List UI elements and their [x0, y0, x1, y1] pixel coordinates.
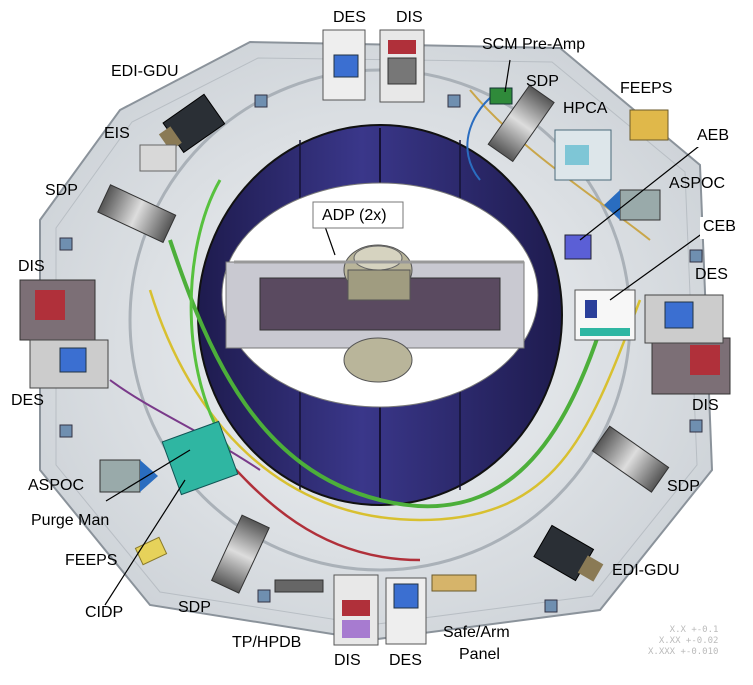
dis-bottom-instrument	[333, 574, 379, 646]
label-hpca: HPCA	[563, 100, 608, 117]
label-des-left: DES	[11, 392, 44, 409]
harness-purple	[109, 379, 261, 471]
ceb-box	[574, 289, 636, 341]
adp-bottom-canister	[343, 337, 413, 383]
label-feeps-top-right: FEEPS	[620, 80, 673, 97]
harness-yellow	[148, 289, 642, 522]
aeb-box	[564, 234, 592, 260]
watermark-line: X.XXX +-0.010	[648, 647, 719, 657]
des-top-instrument	[322, 29, 366, 101]
label-purge-man: Purge Man	[31, 512, 110, 529]
watermark-line: X.X +-0.1	[669, 625, 719, 635]
label-scm-preamp: SCM Pre-Amp	[482, 36, 586, 53]
label-safe-arm: Safe/Arm	[443, 624, 510, 641]
edi-gdu-bottom-instrument	[533, 524, 604, 582]
label-sdp-top-right: SDP	[526, 73, 559, 90]
label-edi-gdu-bottom: EDI-GDU	[612, 562, 680, 579]
label-eis: EIS	[104, 125, 130, 142]
label-dis-bottom: DIS	[334, 652, 361, 669]
leader-lines	[104, 59, 704, 606]
hpca-instrument	[554, 129, 612, 181]
dis-top-instrument	[379, 29, 425, 103]
label-feeps-left: FEEPS	[65, 552, 118, 569]
aspoc-left-instrument	[99, 459, 158, 493]
safe-arm-panel	[431, 574, 477, 592]
sdp-bottom-instrument	[210, 514, 270, 594]
label-des-bottom: DES	[389, 652, 422, 669]
harness-green	[168, 239, 602, 509]
watermark-line: X.XX +-0.02	[658, 636, 719, 646]
scm-preamp-box	[489, 87, 513, 105]
tp-hpdb-board	[274, 579, 324, 593]
aspoc-right-instrument	[604, 189, 661, 221]
adp-top-canister-rim	[353, 245, 403, 271]
aeb-label-bg	[692, 125, 738, 147]
sdp-left-instrument	[97, 184, 177, 244]
label-safe-arm-panel: Panel	[459, 646, 500, 663]
adp-label-bg	[312, 201, 404, 229]
label-aeb: AEB	[697, 127, 730, 144]
eis-instrument	[139, 144, 177, 172]
harness-green-2	[189, 179, 232, 451]
cidp-box	[161, 420, 239, 496]
sdp-top-right-instrument	[487, 84, 555, 163]
adp-top-canister-body	[347, 269, 411, 301]
feeps-left-instrument	[134, 536, 168, 566]
dis-right-instrument	[651, 337, 731, 395]
feeps-top-right-instrument	[629, 109, 669, 141]
label-aspoc-left: ASPOC	[28, 477, 85, 494]
label-ceb: CEB	[703, 218, 736, 235]
label-aspoc-right: ASPOC	[669, 175, 726, 192]
label-sdp-bottom: SDP	[178, 599, 211, 616]
tolerance-watermark: X.X +-0.1 X.XX +-0.02 X.XXX +-0.010	[648, 625, 718, 658]
label-sdp-left: SDP	[45, 182, 78, 199]
label-des-top: DES	[333, 9, 366, 26]
label-dis-left: DIS	[18, 258, 45, 275]
label-dis-right: DIS	[692, 397, 719, 414]
ceb-label-bg	[700, 217, 745, 239]
des-bottom-instrument	[385, 577, 427, 645]
label-dis-top: DIS	[396, 9, 423, 26]
label-edi-gdu-top: EDI-GDU	[111, 63, 179, 80]
label-sdp-bottom-right: SDP	[667, 478, 700, 495]
des-left-instrument	[29, 339, 109, 389]
label-tp-hpdb: TP/HPDB	[232, 634, 302, 651]
label-adp: ADP (2x)	[322, 207, 387, 224]
des-right-instrument	[644, 294, 724, 344]
label-cidp: CIDP	[85, 604, 124, 621]
deck-feet	[59, 94, 703, 613]
dis-left-instrument	[19, 279, 96, 341]
label-des-right: DES	[695, 266, 728, 283]
sdp-bottom-right-instrument	[591, 425, 670, 493]
